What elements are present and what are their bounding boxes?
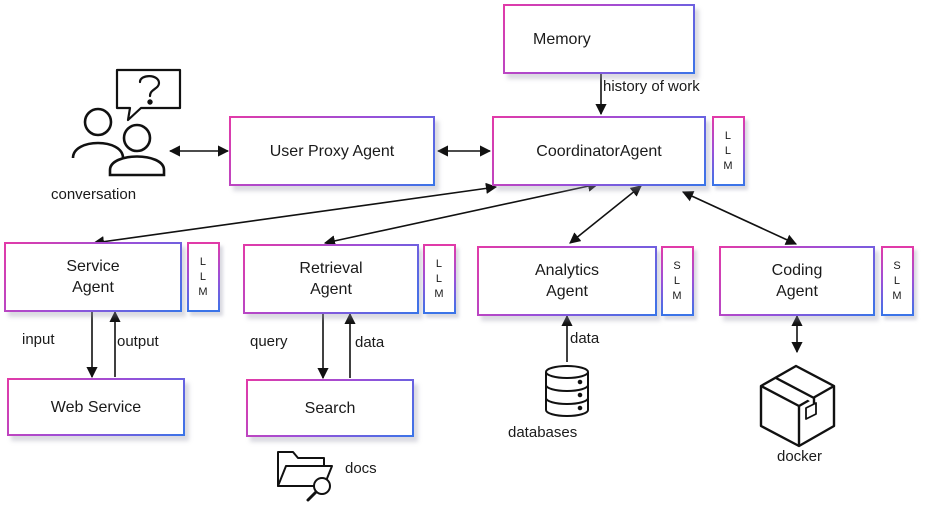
search-node: Search [246, 379, 414, 437]
edge-coordinator-service [92, 182, 498, 248]
coordinator-agent-label: CoordinatorAgent [536, 142, 662, 160]
service-model-text: L L M [198, 255, 209, 298]
edge-coordinator-retrieval [323, 180, 600, 247]
database-icon [545, 365, 589, 417]
analytics-agent-label-line1: Analytics [534, 262, 600, 279]
input-label: input [22, 331, 55, 348]
question-icon [115, 68, 182, 122]
edge-coordinator-analytics [569, 185, 642, 244]
edge-coordinator-coding [681, 191, 798, 245]
people-icon [71, 107, 166, 177]
search-label: Search [304, 399, 356, 417]
coding-agent-label-line2: Agent [776, 283, 818, 300]
docker-label: docker [777, 448, 823, 465]
user-proxy-agent-label: User Proxy Agent [269, 142, 395, 160]
coordinator-agent-node: CoordinatorAgent [492, 116, 706, 186]
retrieval-agent-label-line1: Retrieval [299, 260, 363, 277]
package-box-icon [759, 364, 836, 448]
memory-node: Memory [503, 4, 695, 74]
folder-search-icon [277, 451, 333, 502]
analytics-data-label: data [570, 330, 600, 347]
service-agent-label-line2: Agent [72, 279, 114, 296]
retrieval-data-label: data [355, 334, 385, 351]
query-label: query [250, 333, 288, 350]
output-label: output [117, 333, 159, 350]
coding-agent-label-line1: Coding [771, 262, 823, 279]
memory-label: Memory [533, 30, 591, 48]
retrieval-agent-node: Retrieval Agent [243, 244, 419, 314]
databases-label: databases [508, 424, 578, 441]
retrieval-agent-label-line2: Agent [310, 281, 352, 298]
retrieval-model-tag: L L M [423, 244, 456, 314]
coordinator-model-text: L L M [723, 129, 734, 172]
analytics-model-text: S L M [672, 259, 683, 302]
coordinator-model-tag: L L M [712, 116, 745, 186]
docs-label: docs [345, 460, 377, 477]
user-proxy-agent-node: User Proxy Agent [229, 116, 435, 186]
analytics-model-tag: S L M [661, 246, 694, 316]
web-service-label: Web Service [50, 398, 142, 416]
history-of-work-label: history of work [603, 78, 700, 95]
web-service-node: Web Service [7, 378, 185, 436]
analytics-agent-node: Analytics Agent [477, 246, 657, 316]
analytics-agent-label-line2: Agent [546, 283, 588, 300]
coding-model-tag: S L M [881, 246, 914, 316]
service-agent-node: Service Agent [4, 242, 182, 312]
conversation-label: conversation [51, 186, 137, 203]
retrieval-model-text: L L M [434, 257, 445, 300]
service-agent-label-line1: Service [66, 258, 120, 275]
coding-agent-node: Coding Agent [719, 246, 875, 316]
coding-model-text: S L M [892, 259, 903, 302]
service-model-tag: L L M [187, 242, 220, 312]
